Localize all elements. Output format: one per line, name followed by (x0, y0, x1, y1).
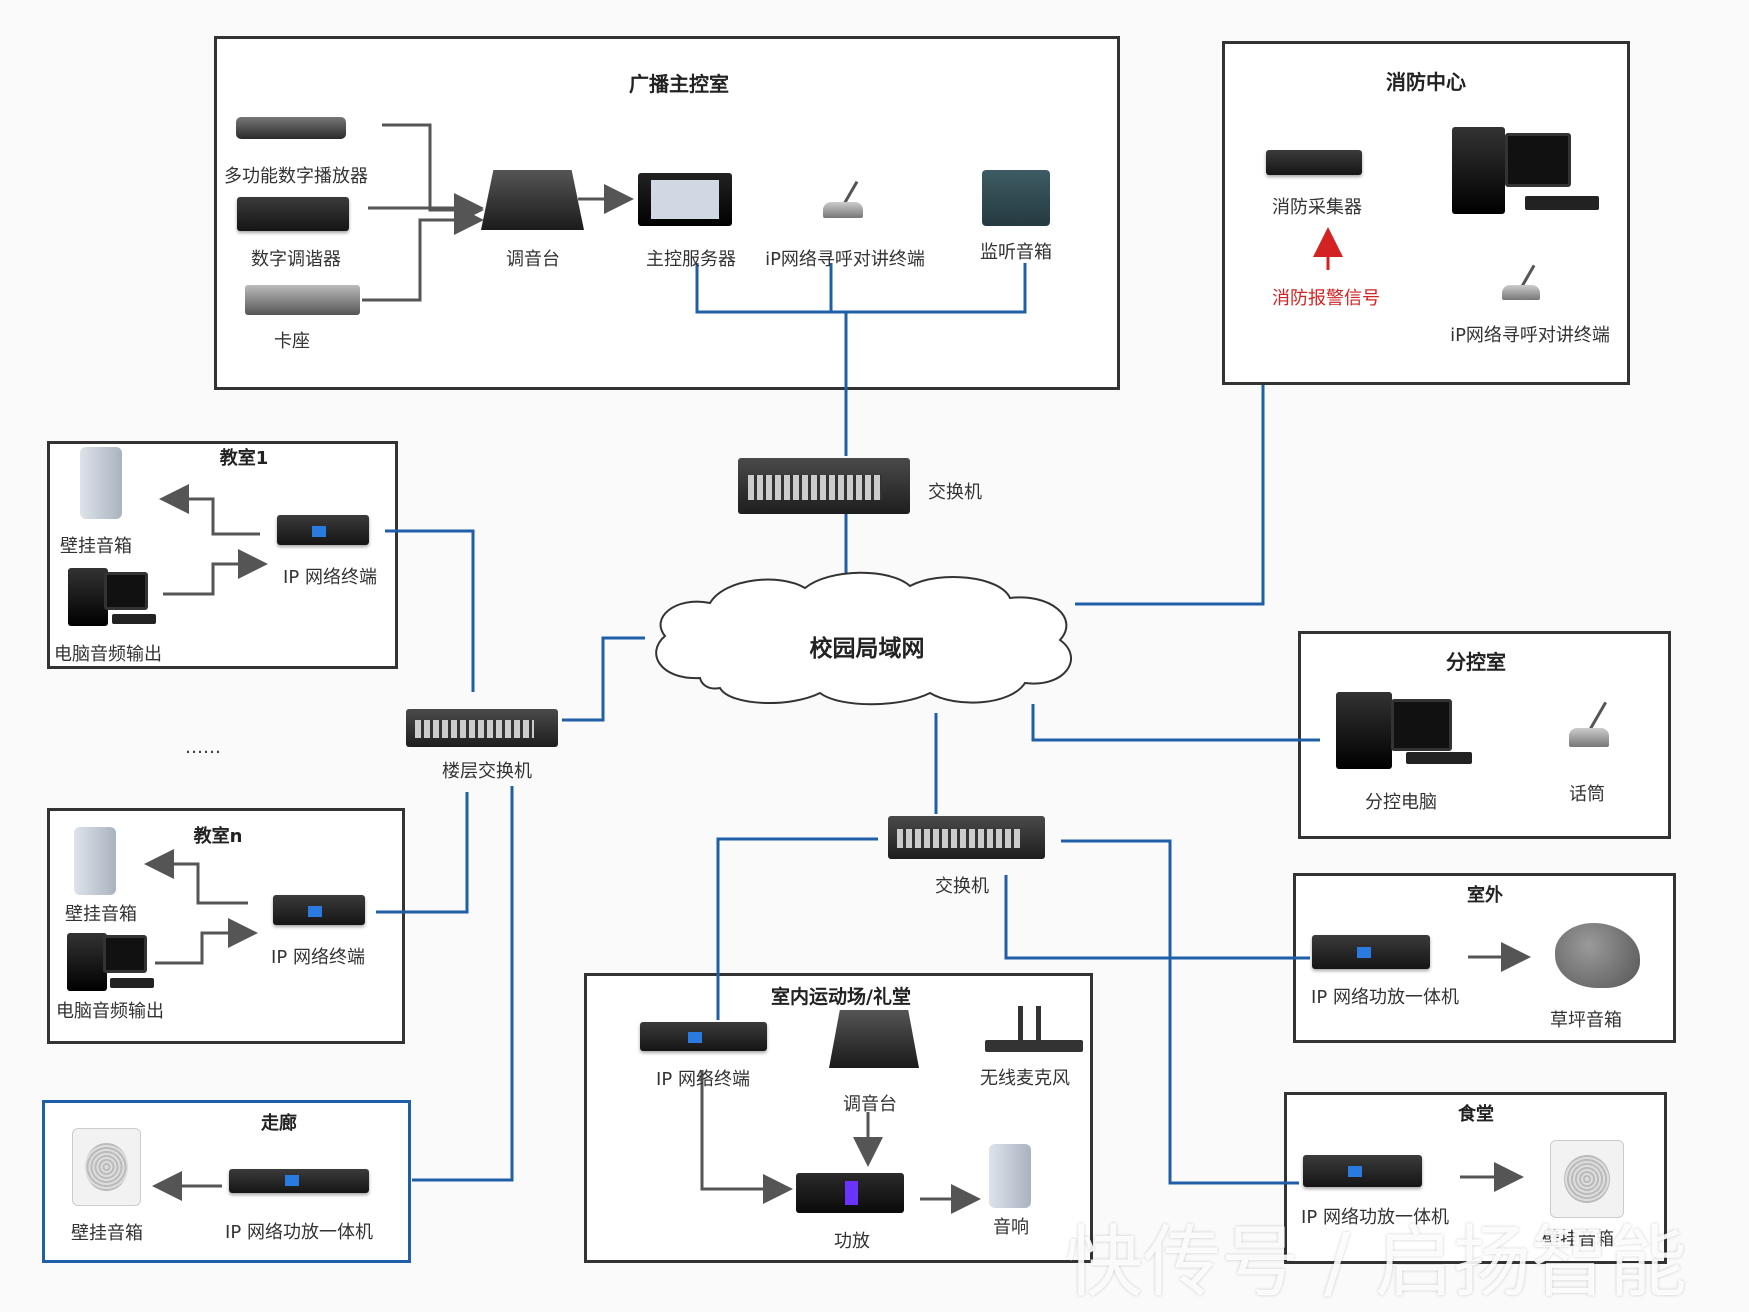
wall-speaker-icon (74, 827, 116, 895)
lawn-speaker-icon (1555, 923, 1640, 988)
fire-center (1222, 41, 1630, 385)
paging-terminal-label: iP网络寻呼对讲终端 (765, 249, 925, 270)
fire-pc-keyboard-icon (1525, 196, 1599, 210)
fire-paging-label: iP网络寻呼对讲终端 (1450, 325, 1610, 346)
sub-pc-tower-icon (1336, 692, 1392, 769)
wall-speaker-icon (72, 1128, 141, 1206)
network-lines (376, 263, 1320, 1185)
tuner-label: 数字调谐器 (251, 249, 341, 270)
canteen-title: 食堂 (1458, 1104, 1494, 1125)
corridor-speaker-label: 壁挂音箱 (71, 1223, 143, 1244)
cassette-label: 卡座 (274, 331, 310, 352)
wall-speaker-icon (1550, 1140, 1624, 1218)
fire-center-title: 消防中心 (1386, 70, 1466, 94)
tuner-icon (237, 197, 349, 231)
gym-mixer-label: 调音台 (843, 1094, 897, 1115)
classroom-n-title: 教室n (193, 826, 243, 847)
signal-arrows (144, 123, 1531, 1214)
mixer-icon (829, 1010, 919, 1068)
monitor-speaker-icon (982, 170, 1050, 226)
network-switch-icon (738, 458, 910, 514)
computer-monitor-icon (104, 572, 148, 610)
fire-paging-icon (1502, 258, 1540, 300)
canteen-speaker-label: 壁挂音箱 (1542, 1229, 1614, 1250)
computer-keyboard-icon (110, 978, 154, 988)
sub-pc-label: 分控电脑 (1365, 792, 1437, 813)
fire-alarm-label: 消防报警信号 (1272, 288, 1380, 309)
outdoor-speaker-label: 草坪音箱 (1550, 1010, 1622, 1031)
wireless-mic-icon (985, 1040, 1083, 1052)
sub-pc-keyboard-icon (1406, 752, 1472, 764)
mixer-icon (481, 170, 584, 230)
campus-lan-label: 校园局域网 (809, 636, 925, 662)
corridor-title: 走廊 (261, 1113, 297, 1134)
canteen-amp-label: IP 网络功放一体机 (1301, 1207, 1449, 1228)
switch-mid-label: 交换机 (935, 876, 989, 897)
watermark: 快传号 / 启扬智能 (1065, 1218, 1687, 1308)
gym-terminal-label: IP 网络终端 (656, 1069, 750, 1090)
ip-amplifier-icon (229, 1169, 369, 1193)
computer-tower-icon (67, 933, 107, 991)
wireless-mic-handles-icon (1018, 1006, 1023, 1042)
campus-lan-cloud (655, 571, 1072, 706)
main-control-title: 广播主控室 (629, 72, 729, 96)
digital-player-icon (236, 117, 346, 139)
computer-tower-icon (68, 568, 108, 626)
power-amplifier-icon (796, 1173, 904, 1213)
gym-title: 室内运动场/礼堂 (771, 986, 911, 1008)
paging-terminal-icon (823, 173, 863, 218)
network-switch-icon (888, 816, 1045, 859)
gym-wireless-label: 无线麦克风 (980, 1068, 1070, 1089)
ellipsis: …… (185, 737, 221, 758)
speaker-icon (989, 1144, 1031, 1208)
outdoor-title: 室外 (1467, 885, 1503, 906)
sub-mic-label: 话筒 (1569, 784, 1605, 805)
monitor-speaker-label: 监听音箱 (980, 242, 1052, 263)
computer-monitor-icon (103, 935, 147, 973)
main-server-icon (638, 173, 732, 226)
classroom-1-title: 教室1 (219, 448, 269, 469)
wireless-mic-handles-icon (1036, 1006, 1041, 1042)
ip-terminal-icon (640, 1022, 767, 1051)
computer-keyboard-icon (112, 614, 156, 624)
ip-amplifier-icon (1303, 1155, 1422, 1187)
sub-pc-monitor-icon (1391, 699, 1452, 751)
classroom-n-terminal-label: IP 网络终端 (271, 947, 365, 968)
floor-switch-label: 楼层交换机 (442, 761, 532, 782)
fire-pc-monitor-icon (1505, 133, 1571, 187)
fire-collector-label: 消防采集器 (1272, 197, 1362, 218)
classroom-1-speaker-label: 壁挂音箱 (60, 536, 132, 557)
cassette-deck-icon (245, 285, 360, 315)
outdoor-amp-label: IP 网络功放一体机 (1311, 987, 1459, 1008)
ip-terminal-icon (273, 895, 365, 925)
fire-pc-tower-icon (1452, 127, 1505, 214)
digital-player-label: 多功能数字播放器 (224, 166, 368, 187)
classroom-n-speaker-label: 壁挂音箱 (65, 904, 137, 925)
switch-top-label: 交换机 (928, 482, 982, 503)
gym-sound-label: 音响 (993, 1217, 1029, 1238)
fire-collector-icon (1266, 150, 1362, 175)
wall-speaker-icon (80, 447, 122, 519)
mixer-label: 调音台 (506, 249, 560, 270)
ip-terminal-icon (277, 515, 369, 545)
classroom-1-terminal-label: IP 网络终端 (283, 567, 377, 588)
corridor-amp-label: IP 网络功放一体机 (225, 1222, 373, 1243)
floor-switch-icon (406, 709, 558, 747)
microphone-icon (1569, 693, 1609, 747)
sub-control-title: 分控室 (1446, 650, 1506, 674)
gym-amp-label: 功放 (834, 1231, 870, 1252)
main-server-label: 主控服务器 (646, 249, 736, 270)
classroom-1-pc-label: 电脑音频输出 (54, 644, 162, 665)
ip-amplifier-icon (1312, 935, 1430, 969)
classroom-n-pc-label: 电脑音频输出 (56, 1001, 164, 1022)
